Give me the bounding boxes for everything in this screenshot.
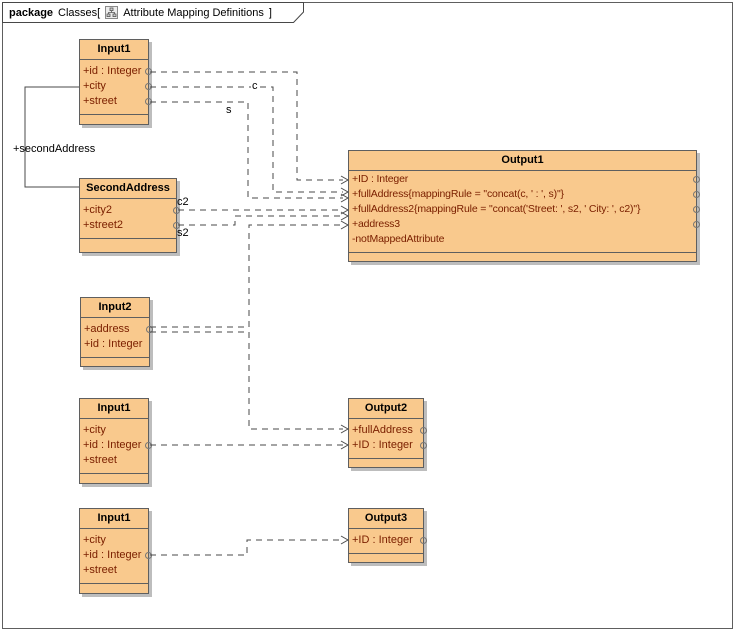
connector-label-s[interactable]: s	[226, 104, 232, 116]
package-keyword: package	[9, 6, 54, 19]
connector-label-c[interactable]: c	[251, 80, 259, 92]
operations-compartment	[349, 553, 423, 562]
connector-label-c2[interactable]: c2	[177, 196, 189, 208]
class-title[interactable]: SecondAddress	[80, 179, 176, 199]
class-title[interactable]: Output3	[349, 509, 423, 529]
attribute-row[interactable]: +city	[83, 534, 106, 546]
attributes-compartment: +city2 +street2	[80, 199, 180, 238]
operations-compartment	[81, 357, 149, 366]
class-title[interactable]: Input1	[80, 509, 148, 529]
class-input2[interactable]: Input2 +address +id : Integer	[80, 297, 153, 367]
class-title[interactable]: Output1	[349, 151, 696, 171]
attribute-row[interactable]: +street	[83, 454, 117, 466]
attribute-row[interactable]: +ID : Integer	[349, 438, 427, 453]
port-circle[interactable]	[420, 442, 427, 449]
operations-compartment	[80, 114, 148, 124]
attributes-compartment: +id : Integer +city +street	[80, 60, 152, 114]
attributes-compartment: +city +id : Integer +street	[80, 419, 152, 473]
closing-bracket: ]	[268, 6, 272, 19]
port-circle[interactable]	[145, 442, 152, 449]
port-circle[interactable]	[145, 98, 152, 105]
operations-compartment	[349, 252, 696, 261]
class-output3[interactable]: Output3 +ID : Integer	[348, 508, 427, 563]
attribute-row[interactable]: +ID : Integer	[349, 533, 427, 548]
class-title[interactable]: Input1	[80, 40, 148, 60]
class-output2[interactable]: Output2 +fullAddress +ID : Integer	[348, 398, 427, 468]
attribute-row[interactable]: +id : Integer	[84, 338, 143, 350]
port-circle[interactable]	[145, 83, 152, 90]
attribute-row[interactable]: +fullAddress{mappingRule = "concat(c, ' …	[349, 187, 700, 202]
class-input1-top[interactable]: Input1 +id : Integer +city +street	[79, 39, 152, 125]
attributes-compartment: +address +id : Integer	[81, 318, 153, 357]
port-circle[interactable]	[146, 326, 153, 333]
port-circle[interactable]	[173, 207, 180, 214]
diagram-title: Attribute Mapping Definitions	[123, 6, 264, 19]
operations-compartment	[80, 238, 176, 252]
connector-label-s2[interactable]: s2	[177, 227, 189, 239]
port-circle[interactable]	[693, 206, 700, 213]
attributes-compartment: +ID : Integer	[349, 529, 427, 553]
attribute-row[interactable]: +id : Integer	[80, 548, 152, 563]
class-input1-middle[interactable]: Input1 +city +id : Integer +street	[79, 398, 152, 484]
port-circle[interactable]	[693, 176, 700, 183]
class-title[interactable]: Input1	[80, 399, 148, 419]
diagram-icon	[105, 6, 119, 19]
port-circle[interactable]	[693, 191, 700, 198]
attributes-compartment: +ID : Integer +fullAddress{mappingRule =…	[349, 171, 700, 252]
attribute-row[interactable]: +city	[83, 424, 106, 436]
port-circle[interactable]	[693, 221, 700, 228]
port-circle[interactable]	[420, 537, 427, 544]
class-title[interactable]: Input2	[81, 298, 149, 318]
package-tab-label: package Classes[ Attribute Mapping Defin…	[2, 2, 272, 23]
attribute-row[interactable]: +fullAddress	[349, 423, 427, 438]
attribute-row[interactable]: +address3	[349, 217, 700, 232]
attribute-row[interactable]: +id : Integer	[80, 64, 152, 79]
attributes-compartment: +city +id : Integer +street	[80, 529, 152, 583]
operations-compartment	[80, 473, 148, 483]
attribute-row[interactable]: +street	[80, 94, 152, 109]
attributes-compartment: +fullAddress +ID : Integer	[349, 419, 427, 458]
class-title[interactable]: Output2	[349, 399, 423, 419]
attribute-row[interactable]: -notMappedAttribute	[352, 233, 445, 245]
operations-compartment	[349, 458, 423, 467]
attribute-row[interactable]: +address	[81, 322, 153, 337]
port-circle[interactable]	[145, 552, 152, 559]
class-output1[interactable]: Output1 +ID : Integer +fullAddress{mappi…	[348, 150, 700, 262]
attribute-row[interactable]: +id : Integer	[80, 438, 152, 453]
port-circle[interactable]	[420, 427, 427, 434]
attribute-row[interactable]: +city2	[80, 203, 180, 218]
class-secondaddress[interactable]: SecondAddress +city2 +street2	[79, 178, 180, 253]
attribute-row[interactable]: +street	[83, 564, 117, 576]
port-circle[interactable]	[145, 68, 152, 75]
package-context: Classes[	[58, 6, 101, 19]
class-input1-bottom[interactable]: Input1 +city +id : Integer +street	[79, 508, 152, 594]
association-label-secondaddress[interactable]: +secondAddress	[13, 143, 96, 155]
attribute-row[interactable]: +ID : Integer	[349, 172, 700, 187]
operations-compartment	[80, 583, 148, 593]
attribute-row[interactable]: +fullAddress2{mappingRule = "concat('Str…	[349, 202, 700, 217]
attribute-row[interactable]: +street2	[80, 218, 180, 233]
attribute-row[interactable]: +city	[80, 79, 152, 94]
